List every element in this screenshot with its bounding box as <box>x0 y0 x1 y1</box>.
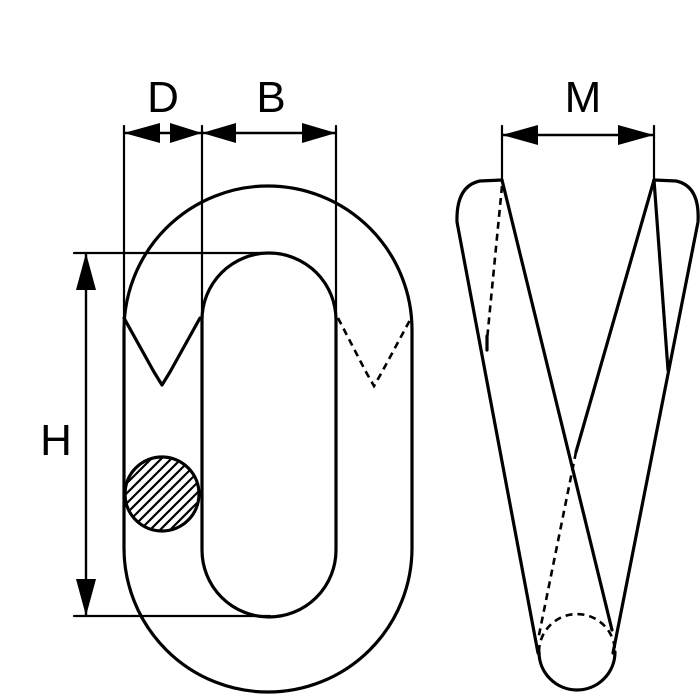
side-bottom-round-front <box>537 650 617 692</box>
dimension-b <box>202 123 336 143</box>
label-h: H <box>40 416 72 465</box>
side-right-inner-edge <box>652 178 670 372</box>
left-v-notch <box>122 316 202 387</box>
wire-cross-section <box>123 455 201 533</box>
side-diagonal-right-top-to-center <box>574 178 656 454</box>
label-b: B <box>256 73 285 122</box>
front-view: D B H <box>40 73 414 694</box>
side-diagonal-left-top-to-right-bottom <box>500 178 614 632</box>
right-v-notch-hidden <box>336 317 412 389</box>
side-right-contour <box>611 178 700 655</box>
side-view: M <box>455 73 700 692</box>
dimension-m <box>502 125 654 145</box>
dimension-h <box>76 253 96 616</box>
label-d: D <box>147 73 179 122</box>
link-outer-outline <box>122 184 414 694</box>
side-hidden-upper-left <box>485 185 504 341</box>
side-bottom-round-hidden <box>537 612 617 653</box>
side-left-contour <box>455 178 540 655</box>
dimension-d <box>124 123 202 143</box>
label-m: M <box>565 73 602 122</box>
link-inner-opening <box>200 251 338 619</box>
side-hidden-diagonal <box>536 451 578 641</box>
